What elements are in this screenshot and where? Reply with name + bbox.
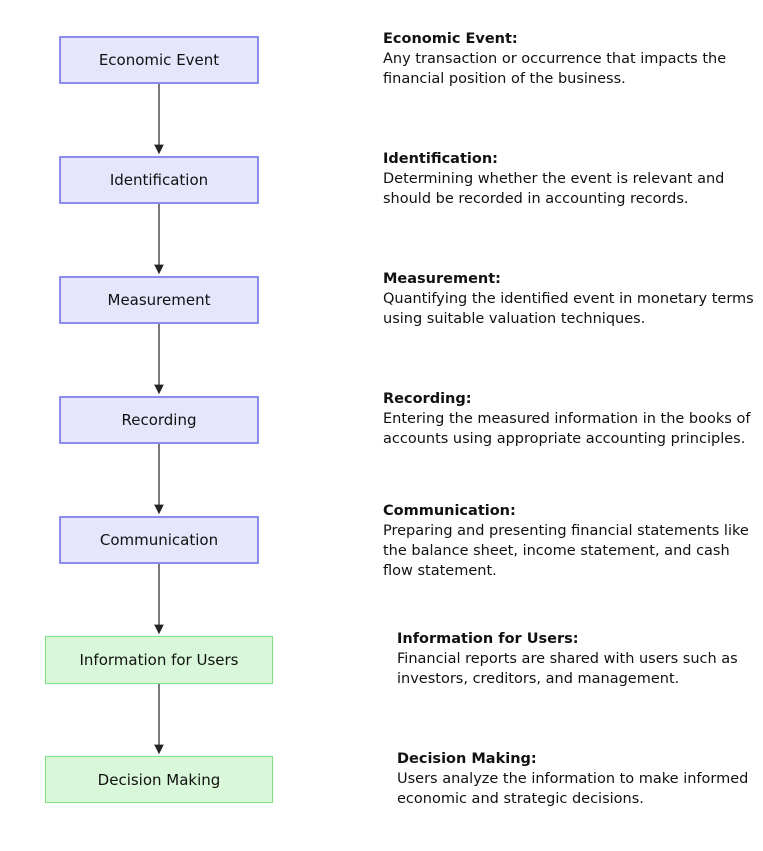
- desc-line: Users analyze the information to make in…: [397, 771, 749, 787]
- step-label: Information for Users: [79, 651, 239, 669]
- desc-economic-event: Economic Event: Any transaction or occur…: [383, 29, 726, 89]
- step-box-decision-making: Decision Making: [45, 756, 273, 803]
- step-label: Measurement: [107, 291, 211, 309]
- desc-line: the balance sheet, income statement, and…: [383, 543, 730, 559]
- desc-recording: Recording: Entering the measured informa…: [383, 389, 750, 449]
- desc-line: accounts using appropriate accounting pr…: [383, 431, 746, 447]
- desc-title: Information for Users:: [397, 631, 579, 647]
- desc-line: Quantifying the identified event in mone…: [383, 291, 754, 307]
- desc-line: using suitable valuation techniques.: [383, 311, 646, 327]
- desc-communication: Communication: Preparing and presenting …: [383, 501, 749, 581]
- step-box-recording: Recording: [59, 396, 259, 444]
- desc-title: Recording:: [383, 391, 472, 407]
- desc-line: economic and strategic decisions.: [397, 791, 644, 807]
- desc-title: Communication:: [383, 503, 516, 519]
- step-box-measurement: Measurement: [59, 276, 259, 324]
- step-label: Communication: [99, 531, 219, 549]
- step-label: Economic Event: [98, 51, 220, 69]
- desc-identification: Identification: Determining whether the …: [383, 149, 724, 209]
- desc-title: Identification:: [383, 151, 498, 167]
- desc-measurement: Measurement: Quantifying the identified …: [383, 269, 754, 329]
- desc-line: should be recorded in accounting records…: [383, 191, 689, 207]
- step-label: Identification: [109, 171, 209, 189]
- desc-line: flow statement.: [383, 563, 497, 579]
- desc-title: Economic Event:: [383, 31, 518, 47]
- desc-line: Any transaction or occurrence that impac…: [383, 51, 727, 67]
- desc-line: Entering the measured information in the…: [383, 411, 751, 427]
- desc-title: Decision Making:: [397, 751, 537, 767]
- step-label: Recording: [121, 411, 197, 429]
- desc-line: Financial reports are shared with users …: [397, 651, 738, 667]
- desc-line: Determining whether the event is relevan…: [383, 171, 725, 187]
- desc-title: Measurement:: [383, 271, 501, 287]
- desc-line: investors, creditors, and management.: [397, 671, 680, 687]
- step-box-information-for-users: Information for Users: [45, 636, 273, 684]
- step-label: Decision Making: [97, 770, 221, 789]
- step-box-economic-event: Economic Event: [59, 36, 259, 84]
- step-box-identification: Identification: [59, 156, 259, 204]
- desc-decision-making: Decision Making: Users analyze the infor…: [397, 749, 748, 809]
- desc-line: financial position of the business.: [383, 71, 626, 87]
- desc-line: Preparing and presenting financial state…: [383, 523, 749, 539]
- desc-information-for-users: Information for Users: Financial reports…: [397, 629, 738, 689]
- step-box-communication: Communication: [59, 516, 259, 564]
